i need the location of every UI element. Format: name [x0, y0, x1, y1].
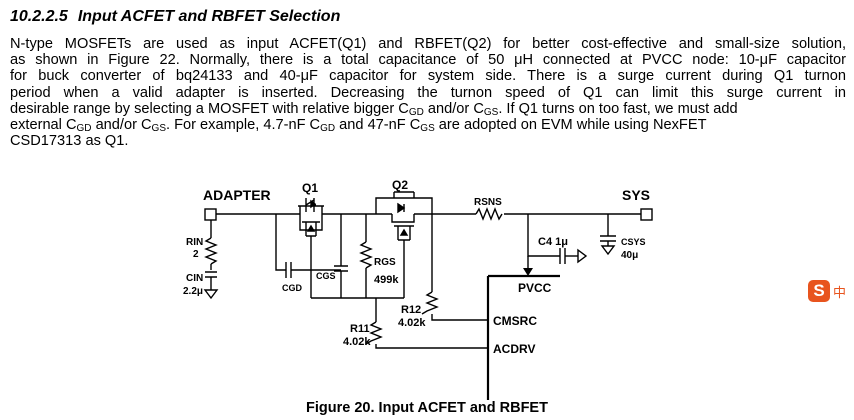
cin-label: CIN: [186, 273, 203, 284]
cgs-label: CGS: [316, 271, 336, 281]
ic-block: [486, 274, 560, 400]
sys-terminal: [640, 208, 653, 221]
cin-capacitor: [205, 271, 217, 278]
r12-resistor: [421, 291, 439, 315]
csys-value: 40μ: [621, 250, 638, 261]
rgs-value: 499k: [374, 274, 399, 286]
csys-label: CSYS: [621, 237, 646, 247]
cgs-capacitor: [334, 250, 348, 298]
ime-widget[interactable]: S 中: [808, 280, 852, 302]
schematic-diagram: ADAPTER SYS Q1 Q2 RSNS RIN 2 CIN 2.2μ CG…: [183, 178, 653, 400]
subscript: GD: [320, 123, 336, 135]
rgs-resistor: [359, 241, 373, 269]
text-run: desirable range by selecting a MOSFET wi…: [10, 100, 409, 117]
q1-label: Q1: [302, 181, 318, 195]
paragraph-line-2: as shown in Figure 22. Normally, there i…: [10, 52, 846, 69]
section-title: Input ACFET and RBFET Selection: [77, 8, 341, 25]
q1-mosfet: [298, 198, 324, 270]
ground-symbol: [203, 289, 219, 300]
rsns-label: RSNS: [474, 197, 502, 208]
paragraph-line-5: desirable range by selecting a MOSFET wi…: [10, 100, 846, 118]
rin-label: RIN: [186, 237, 203, 248]
sogou-icon: S: [808, 280, 830, 302]
text-run: . For example, 4.7-nF C: [166, 117, 321, 134]
cgd-capacitor: [285, 262, 292, 278]
paragraph-line-6: external CGD and/or CGS. For example, 4.…: [10, 117, 846, 135]
pvcc-pin-label: PVCC: [518, 281, 552, 295]
adapter-terminal: [204, 208, 217, 221]
subscript: GD: [76, 123, 92, 135]
figure-caption: Figure 20. Input ACFET and RBFET: [306, 400, 548, 416]
cmsrc-pin-label: CMSRC: [493, 314, 537, 328]
q2-label: Q2: [392, 178, 408, 192]
r12-value: 4.02k: [398, 317, 426, 329]
subscript: GS: [151, 123, 166, 135]
r11-label: R11: [350, 323, 370, 335]
c4-capacitor: [559, 248, 566, 264]
paragraph-line-1: N-type MOSFETs are used as input ACFET(Q…: [10, 36, 846, 52]
acdrv-pin-label: ACDRV: [493, 342, 535, 356]
r11-resistor: [365, 321, 383, 345]
r11-value: 4.02k: [343, 336, 371, 348]
subscript: GS: [420, 123, 435, 135]
rsns-resistor: [475, 207, 503, 221]
csys-capacitor: [600, 214, 616, 246]
text-run: and/or C: [423, 100, 484, 117]
r12-label: R12: [401, 304, 421, 316]
cin-value: 2.2μ: [183, 286, 203, 297]
section-heading: 10.2.2.5 Input ACFET and RBFET Selection: [10, 8, 340, 26]
paragraph-line-7: CSD17313 as Q1.: [10, 133, 129, 150]
text-run: are adopted on EVM while using NexFET: [434, 117, 707, 134]
rin-value: 2: [193, 249, 199, 260]
ground-symbol: [600, 245, 616, 256]
section-number: 10.2.2.5: [10, 8, 68, 25]
paragraph-line-4: period when a valid adapter is inserted.…: [10, 84, 846, 101]
c4-label: C4 1μ: [538, 236, 568, 248]
q2-mosfet: [375, 191, 433, 270]
text-run: and 47-nF C: [335, 117, 421, 134]
language-indicator: 中: [833, 285, 847, 301]
text-run: . If Q1 turns on too fast, we must add: [498, 100, 738, 117]
text-run: and/or C: [91, 117, 152, 134]
adapter-label: ADAPTER: [203, 187, 271, 203]
sys-label: SYS: [622, 187, 650, 203]
subscript: GS: [483, 106, 499, 118]
text-run: external C: [10, 117, 77, 134]
subscript: GD: [408, 106, 424, 118]
paragraph-line-3: for buck converter of bq24133 and 40-μF …: [10, 68, 846, 85]
body-paragraph: N-type MOSFETs are used as input ACFET(Q…: [10, 36, 846, 149]
ground-symbol: [577, 248, 588, 264]
rgs-label: RGS: [374, 257, 396, 268]
cgd-label: CGD: [282, 283, 303, 293]
rin-resistor: [204, 237, 218, 265]
